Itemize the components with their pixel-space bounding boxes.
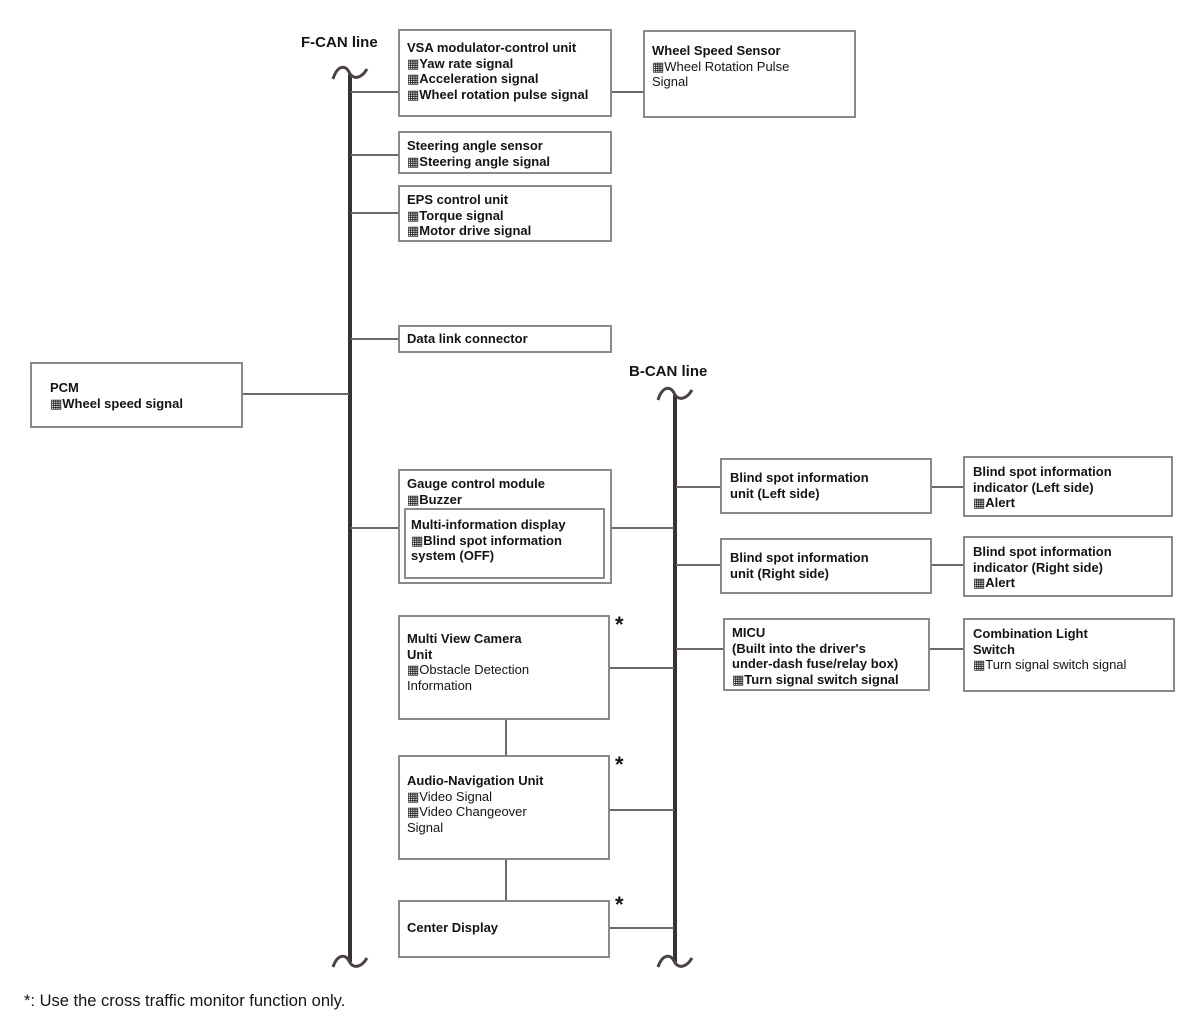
- signal-line: ▦Acceleration signal: [407, 71, 539, 86]
- signal-line: ▦Turn signal switch signal: [973, 657, 1127, 672]
- node-data-link-connector: Data link connector: [398, 325, 612, 353]
- signal-line: ▦Wheel rotation pulse signal: [407, 86, 589, 102]
- signal-line: ▦Buzzer: [407, 491, 462, 507]
- node-title: Data link connector: [407, 331, 528, 346]
- node-center-display: Center Display: [398, 900, 610, 958]
- node-title: Audio-Navigation Unit: [407, 773, 544, 788]
- node-title: Wheel Speed Sensor: [652, 43, 781, 58]
- node-steering-angle-sensor: Steering angle sensor ▦Steering angle si…: [398, 131, 612, 174]
- node-subtitle: under-dash fuse/relay box): [732, 656, 899, 671]
- f-can-top-squiggle: [331, 65, 369, 80]
- asterisk-center-display: *: [615, 892, 624, 917]
- signal-line: ▦Video Signal: [407, 788, 493, 804]
- b-can-bottom-squiggle: [656, 954, 694, 968]
- node-title: Multi View Camera Unit: [407, 631, 522, 662]
- signal-line: ▦Wheel Rotation Pulse Signal: [652, 58, 790, 90]
- signal-line: ▦Motor drive signal: [407, 223, 532, 238]
- b-can-top-squiggle: [656, 386, 694, 401]
- node-multi-information-display: Multi-information display ▦Blind spot in…: [404, 508, 605, 579]
- signal-line: ▦Obstacle Detection Information: [407, 662, 530, 693]
- footnote: *: Use the cross traffic monitor functio…: [24, 992, 346, 1010]
- node-title: Combination Light Switch: [973, 626, 1088, 657]
- f-can-label: F-CAN line: [301, 34, 378, 51]
- node-title: Gauge control module: [407, 476, 545, 491]
- node-wheel-speed-sensor: Wheel Speed Sensor ▦Wheel Rotation Pulse…: [643, 30, 856, 118]
- asterisk-multi-view-camera: *: [615, 612, 624, 637]
- node-subtitle: (Built into the driver's: [732, 640, 866, 656]
- node-title: PCM: [50, 380, 79, 395]
- node-title: EPS control unit: [407, 192, 509, 207]
- node-title: Blind spot information unit (Left side): [730, 470, 869, 501]
- node-title: Blind spot information indicator (Left s…: [973, 464, 1112, 495]
- signal-line: ▦Alert: [973, 575, 1015, 590]
- node-title: MICU: [732, 625, 766, 640]
- b-can-label: B-CAN line: [629, 363, 708, 380]
- node-audio-navigation-unit: Audio-Navigation Unit ▦Video Signal ▦Vid…: [398, 755, 610, 860]
- signal-line: ▦Yaw rate signal: [407, 55, 514, 71]
- signal-line: ▦Blind spot information system (OFF): [411, 532, 562, 564]
- node-eps-control-unit: EPS control unit ▦Torque signal ▦Motor d…: [398, 185, 612, 242]
- node-blind-spot-indicator-right: Blind spot information indicator (Right …: [963, 536, 1173, 597]
- node-title: Multi-information display: [411, 517, 566, 532]
- signal-line: ▦Video Changeover Signal: [407, 804, 527, 835]
- node-combination-light-switch: Combination Light Switch ▦Turn signal sw…: [963, 618, 1175, 692]
- signal-line: ▦Wheel speed signal: [50, 395, 183, 411]
- node-title: Center Display: [407, 920, 499, 935]
- node-title: Blind spot information indicator (Right …: [973, 544, 1112, 575]
- f-can-bottom-squiggle: [331, 954, 369, 968]
- signal-line: ▦Turn signal switch signal: [732, 671, 899, 687]
- signal-line: ▦Steering angle signal: [407, 153, 551, 169]
- node-blind-spot-unit-left: Blind spot information unit (Left side): [720, 458, 932, 514]
- node-micu: MICU (Built into the driver's under-dash…: [723, 618, 930, 691]
- node-pcm: PCM ▦Wheel speed signal: [30, 362, 243, 428]
- node-gauge-control-module: Gauge control module ▦Buzzer Multi-infor…: [398, 469, 612, 584]
- signal-line: ▦Alert: [973, 495, 1015, 510]
- asterisk-audio-navigation: *: [615, 752, 624, 777]
- node-multi-view-camera-unit: Multi View Camera Unit ▦Obstacle Detecti…: [398, 615, 610, 720]
- node-blind-spot-indicator-left: Blind spot information indicator (Left s…: [963, 456, 1173, 517]
- node-title: Steering angle sensor: [407, 138, 543, 153]
- node-blind-spot-unit-right: Blind spot information unit (Right side): [720, 538, 932, 594]
- node-vsa-modulator-control-unit: VSA modulator-control unit ▦Yaw rate sig…: [398, 29, 612, 117]
- signal-line: ▦Torque signal: [407, 207, 504, 223]
- node-title: VSA modulator-control unit: [407, 40, 577, 55]
- node-title: Blind spot information unit (Right side): [730, 550, 869, 581]
